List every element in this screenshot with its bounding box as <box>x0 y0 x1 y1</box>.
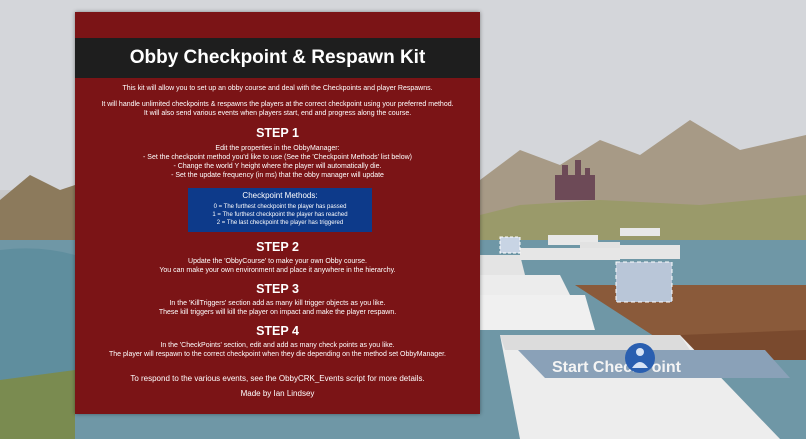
checkpoint-method-item: 1 = The furthest checkpoint the player h… <box>212 212 348 218</box>
intro-text-2: It will handle unlimited checkpoints & r… <box>101 101 454 108</box>
panel-title-bar: Obby Checkpoint & Respawn Kit <box>75 38 480 78</box>
credit-text: Made by Ian Lindsey <box>240 389 315 398</box>
step1-line: - Change the world Y height where the pl… <box>173 163 382 170</box>
step3-line: In the 'KillTriggers' section add as man… <box>169 300 386 307</box>
step2-heading: STEP 2 <box>256 240 299 254</box>
panel-title: Obby Checkpoint & Respawn Kit <box>129 47 426 68</box>
checkpoint-method-item: 0 = The furthest checkpoint the player h… <box>213 204 347 210</box>
intro-text-1: This kit will allow you to set up an obb… <box>122 85 433 92</box>
checkpoint-methods-box: Checkpoint Methods: 0 = The furthest che… <box>188 188 372 232</box>
step1-line: Edit the properties in the ObbyManager: <box>215 145 340 152</box>
step2-line: You can make your own environment and pl… <box>159 267 396 274</box>
checkpoint-label: Start CheckPoint <box>552 359 682 376</box>
intro-text-3: It will also send various events when pl… <box>143 110 412 117</box>
step2-line: Update the 'ObbyCourse' to make your own… <box>188 258 367 265</box>
player-avatar <box>625 343 655 373</box>
info-panel: Obby Checkpoint & Respawn Kit This kit w… <box>75 12 480 414</box>
checkpoint-methods-title: Checkpoint Methods: <box>242 191 318 200</box>
step1-line: - Set the update frequency (in ms) that … <box>171 172 384 179</box>
step4-heading: STEP 4 <box>256 324 299 338</box>
step3-heading: STEP 3 <box>256 282 299 296</box>
step4-line: The player will respawn to the correct c… <box>109 351 446 358</box>
step1-heading: STEP 1 <box>256 126 299 140</box>
footer-text: To respond to the various events, see th… <box>130 374 425 383</box>
step1-line: - Set the checkpoint method you'd like t… <box>143 154 412 161</box>
step4-line: In the 'CheckPoints' section, edit and a… <box>160 342 395 349</box>
step3-line: These kill triggers will kill the player… <box>158 309 397 316</box>
checkpoint-method-item: 2 = The last checkpoint the player has t… <box>216 220 344 226</box>
